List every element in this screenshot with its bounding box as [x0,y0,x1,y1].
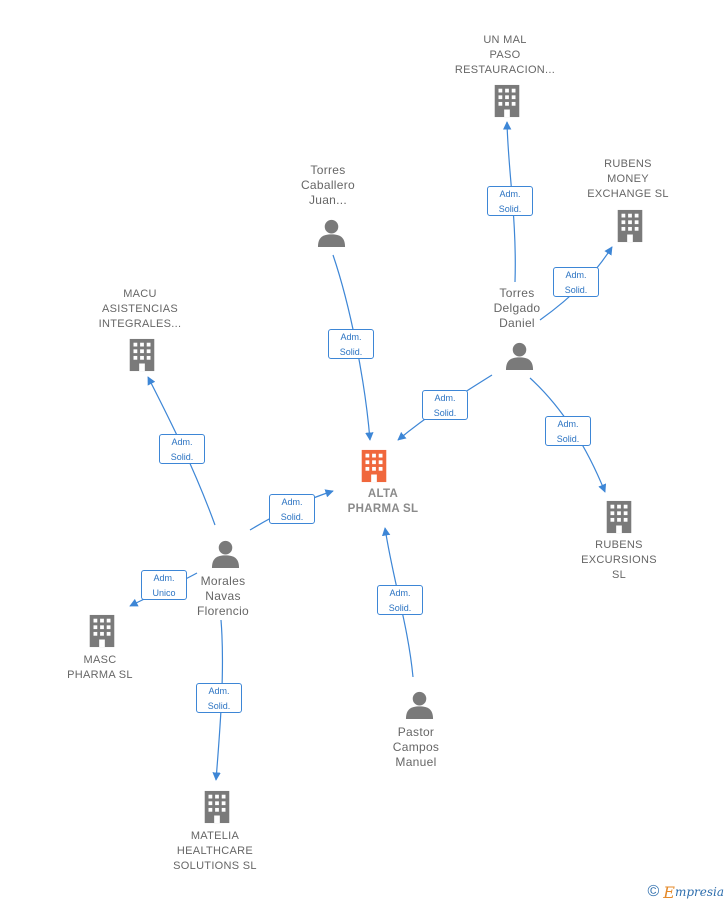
label-line: RESTAURACION... [454,64,556,76]
label-line: Torres [499,286,535,300]
label-line: Juan... [308,193,348,207]
building-icon[interactable] [617,209,643,243]
label-line: SOLUTIONS SL [173,860,257,872]
label-line: EXCHANGE SL [587,188,669,200]
label-line: RUBENS [604,158,652,170]
label-line: ASISTENCIAS [101,303,179,315]
building-icon[interactable] [606,500,632,534]
edge-label-line: Solid. [207,701,231,711]
edge-label-line: Adm. [434,393,456,403]
edge-label-line: Adm. [557,419,579,429]
node-label-unmal[interactable]: UN MAL PASO RESTAURACION... [430,33,580,78]
node-label-rubens-money[interactable]: RUBENS MONEY EXCHANGE SL [553,157,703,202]
node-label-masc[interactable]: MASC PHARMA SL [25,653,175,683]
person-icon[interactable] [405,691,434,719]
node-label-pastor[interactable]: Pastor Campos Manuel [341,725,491,770]
label-line: INTEGRALES... [98,318,182,330]
label-line: MONEY [607,173,649,185]
label-line: RUBENS [595,539,643,551]
person-icon[interactable] [211,540,240,568]
label-line: HEALTHCARE [176,845,254,857]
label-line: ALTA [367,488,399,500]
edge-label-torresdelgado-unmal[interactable]: Adm. Solid. [487,186,533,216]
label-line: Daniel [499,316,535,330]
edge-label-line: Adm. [208,686,230,696]
edge-label-line: Solid. [339,347,363,357]
main-company-building-icon[interactable] [361,449,387,483]
brand-footer: © E mpresia [647,882,724,902]
edge-label-morales-macu[interactable]: Adm. Solid. [159,434,205,464]
edge-label-line: Adm. [565,270,587,280]
node-label-torres-delgado[interactable]: Torres Delgado Daniel [442,286,592,331]
label-line: Caballero [300,178,356,192]
node-label-alta-pharma[interactable]: ALTA PHARMA SL [308,487,458,517]
edge-label-line: Adm. [153,573,175,583]
brand-logo-text: mpresia [674,885,724,899]
node-label-macu[interactable]: MACU ASISTENCIAS INTEGRALES... [65,287,215,332]
edge-label-line: Solid. [498,204,522,214]
person-icon[interactable] [505,342,534,370]
edge-label-line: Solid. [564,285,588,295]
edge-label-pastor-alta[interactable]: Adm. Solid. [377,585,423,615]
edge-label-line: Solid. [170,452,194,462]
edge-label-line: Solid. [433,408,457,418]
edge-label-line: Adm. [499,189,521,199]
label-line: MATELIA [190,830,240,842]
label-line: PHARMA SL [347,503,419,515]
edge-label-torrescaballero-alta[interactable]: Adm. Solid. [328,329,374,359]
label-line: Torres [310,163,346,177]
edge-label-morales-masc[interactable]: Adm. Unico [141,570,187,600]
label-line: MACU [123,288,157,300]
node-label-morales[interactable]: Morales Navas Florencio [148,574,298,619]
label-line: Navas [205,589,241,603]
node-label-rubens-excursions[interactable]: RUBENS EXCURSIONS SL [544,538,694,583]
edge-label-line: Adm. [389,588,411,598]
person-icon[interactable] [317,219,346,247]
label-line: Florencio [196,604,250,618]
label-line: Pastor [397,725,435,739]
edge-label-torresdelgado-alta[interactable]: Adm. Solid. [422,390,468,420]
node-label-torres-caballero[interactable]: Torres Caballero Juan... [253,163,403,208]
building-icon[interactable] [494,84,520,118]
brand-logo-initial: E [663,882,675,902]
edge-label-line: Solid. [388,603,412,613]
label-line: UN MAL [483,34,527,46]
edge-label-line: Adm. [281,497,303,507]
edge-label-torresdelgado-rubensexc[interactable]: Adm. Solid. [545,416,591,446]
label-line: EXCURSIONS [581,554,657,566]
label-line: Morales [200,574,246,588]
edge-label-morales-matelia[interactable]: Adm. Solid. [196,683,242,713]
label-line: PASO [489,49,521,61]
edge-label-line: Adm. [171,437,193,447]
edge-label-line: Adm. [340,332,362,342]
edge-label-line: Solid. [556,434,580,444]
building-icon[interactable] [204,790,230,824]
label-line: Manuel [395,755,437,769]
edge-label-morales-alta[interactable]: Adm. Solid. [269,494,315,524]
building-icon[interactable] [89,614,115,648]
label-line: SL [611,569,627,581]
label-line: Delgado [493,301,541,315]
edge-label-line: Solid. [280,512,304,522]
building-icon[interactable] [129,338,155,372]
copyright-symbol: © [647,883,660,900]
label-line: MASC [83,654,117,666]
label-line: PHARMA SL [67,669,133,681]
edge-label-line: Unico [152,588,176,598]
label-line: Campos [392,740,440,754]
edge-label-torresdelgado-rubensmoney[interactable]: Adm. Solid. [553,267,599,297]
node-label-matelia[interactable]: MATELIA HEALTHCARE SOLUTIONS SL [140,829,290,874]
